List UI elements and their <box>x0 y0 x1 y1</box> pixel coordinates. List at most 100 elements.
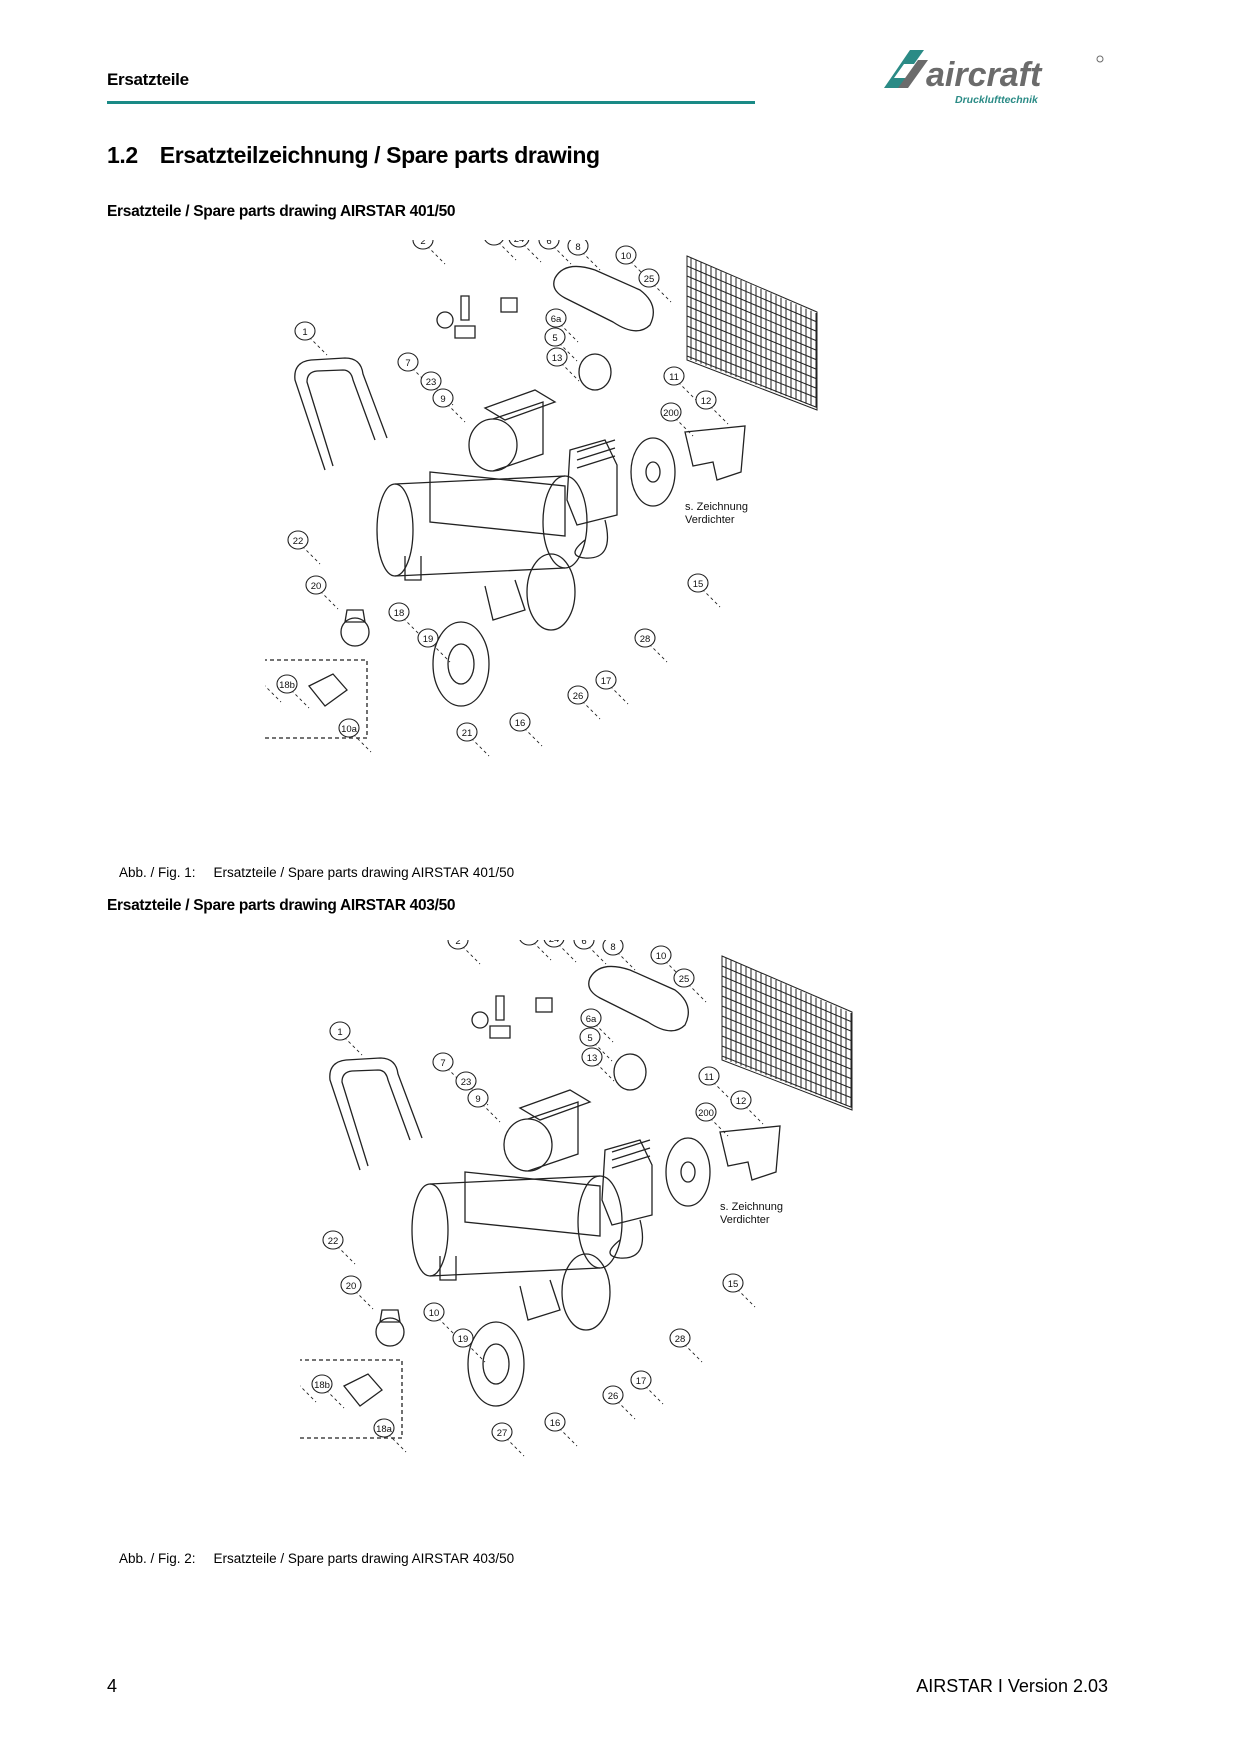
part-callout: 20 <box>340 1275 362 1295</box>
figure-1-subheading: Ersatzteile / Spare parts drawing AIRSTA… <box>107 203 456 220</box>
motor-terminal-box <box>483 389 557 421</box>
part-callout: 12 <box>695 390 717 410</box>
callout-balloon <box>329 1021 351 1041</box>
tank-feet <box>404 556 526 621</box>
wheel-right <box>561 1253 611 1331</box>
spare-parts-drawing-2: s. ZeichnungVerdichter124246810251211136… <box>300 940 853 1457</box>
solenoid-valve <box>535 997 553 1013</box>
belt-guard <box>684 425 746 481</box>
callout-number: 17 <box>636 1376 647 1387</box>
part-callout: 23 <box>455 1071 477 1091</box>
callout-number: 18b <box>314 1380 330 1391</box>
part-callout: 27 <box>491 1422 513 1442</box>
compressor-block <box>601 1139 653 1226</box>
part-callout: 9 <box>432 388 454 408</box>
discharge-hose <box>574 519 609 559</box>
part-callout: 22 <box>322 1230 344 1250</box>
callout-balloon <box>545 308 567 328</box>
callout-number: 8 <box>610 942 615 953</box>
part-callout: 15 <box>722 1273 744 1293</box>
protective-grille <box>721 955 853 1111</box>
callout-balloon <box>660 402 682 422</box>
callout-balloon <box>730 1090 752 1110</box>
part-callout: 23 <box>420 371 442 391</box>
figure-2-subheading: Ersatzteile / Spare parts drawing AIRSTA… <box>107 897 456 914</box>
solenoid-valve <box>500 297 518 313</box>
part-callout: 28 <box>634 628 656 648</box>
part-callout: 9 <box>467 1088 489 1108</box>
wheel-right <box>526 553 576 631</box>
callout-balloon <box>322 1230 344 1250</box>
detail-a-fitting <box>307 673 348 707</box>
part-callout: 18b <box>311 1374 333 1394</box>
callout-number: 25 <box>644 274 655 285</box>
callout-balloon <box>287 530 309 550</box>
callout-balloon <box>650 945 672 965</box>
callout-number: 28 <box>640 634 651 645</box>
callout-balloon <box>669 1328 691 1348</box>
callout-balloon <box>722 1273 744 1293</box>
part-callout: 8 <box>602 940 624 956</box>
protective-grille <box>686 255 818 411</box>
compressor-block <box>566 439 618 526</box>
part-callout: 25 <box>673 968 695 988</box>
callout-balloon <box>581 1047 603 1067</box>
part-callout: 10a <box>338 718 360 738</box>
callout-number: 23 <box>426 377 437 388</box>
callout-number: 200 <box>663 408 679 419</box>
section-heading: Ersatzteilzeichnung / Spare parts drawin… <box>159 142 600 168</box>
callout-number: 2 <box>420 240 425 247</box>
part-callout: 16 <box>544 1412 566 1432</box>
part-callout: 1 <box>294 321 316 341</box>
callout-balloon <box>423 1302 445 1322</box>
page-number: 4 <box>107 1676 118 1696</box>
part-callout: 20 <box>305 575 327 595</box>
callout-number: 24 <box>514 240 525 245</box>
note-line-1: s. Zeichnung <box>685 501 748 513</box>
part-callout: 28 <box>669 1328 691 1348</box>
callout-balloon <box>447 940 469 950</box>
callout-number: 11 <box>704 1072 714 1083</box>
callout-balloon <box>544 1412 566 1432</box>
callout-number: 4 <box>491 240 496 243</box>
part-callout: 2 <box>447 940 469 950</box>
callout-balloon <box>432 388 454 408</box>
figure-2-caption-prefix: Abb. / Fig. 2: <box>119 1551 196 1566</box>
caster-wheel <box>375 1317 405 1347</box>
callout-number: 27 <box>497 1428 508 1439</box>
callout-balloon <box>305 575 327 595</box>
callout-number: 10 <box>429 1308 440 1319</box>
callout-balloon <box>602 1385 624 1405</box>
callout-balloon <box>595 670 617 690</box>
callout-balloon <box>663 366 685 386</box>
callout-balloon <box>538 240 560 250</box>
callout-number: 11 <box>669 372 679 383</box>
callout-number: 10a <box>341 724 358 735</box>
detail-a-frame <box>265 659 368 739</box>
part-callout: 7 <box>397 352 419 372</box>
callout-number: 12 <box>701 396 712 407</box>
part-callout: 7 <box>432 1052 454 1072</box>
callout-balloon <box>509 712 531 732</box>
part-callout: 19 <box>417 628 439 648</box>
tank-body <box>429 1175 601 1277</box>
part-callout: 24 <box>508 240 530 248</box>
wheel-left <box>467 1321 525 1407</box>
callout-balloon <box>452 1328 474 1348</box>
aircraft-logo: aircraft <box>884 50 1104 94</box>
header-title: Ersatzteile <box>107 70 189 89</box>
part-callout: 4 <box>519 940 539 946</box>
part-callout: 10 <box>423 1302 445 1322</box>
callout-balloon <box>388 602 410 622</box>
figure-1-caption-text: Ersatzteile / Spare parts drawing AIRSTA… <box>213 865 515 880</box>
belt-guard <box>719 1125 781 1181</box>
callout-number: 18a <box>376 1424 393 1435</box>
part-callout: 6a <box>580 1008 602 1028</box>
leader-lines <box>300 940 764 1457</box>
callout-balloon <box>695 1102 717 1122</box>
detail-a-frame <box>300 1359 403 1439</box>
flywheel <box>665 1137 711 1207</box>
callout-balloon <box>602 940 624 956</box>
